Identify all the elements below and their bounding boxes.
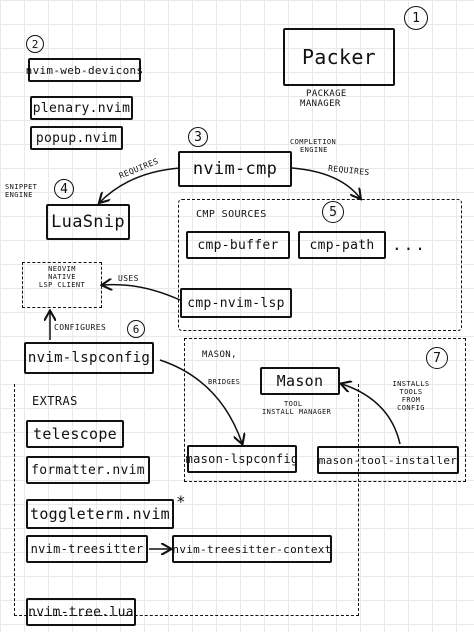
more-sources: ... [392,235,427,254]
marker-3: 3 [188,127,208,147]
arrow-bridges [159,359,242,443]
marker-7: 7 [426,347,448,369]
cmp-path-box: cmp-path [298,231,386,259]
toggleterm-box: toggleterm.nvim [26,499,174,529]
mason-tool-installer-box: mason-tool-installer [317,446,459,474]
extras-region [14,384,359,616]
configures-label: CONFIGURES [54,323,107,332]
marker-1: 1 [404,6,428,30]
extras-title: EXTRAS [32,394,78,408]
mason-region [184,338,466,482]
lsp-client-label: NEOVIM NATIVE LSP CLIENT [38,265,86,290]
luasnip-box: LuaSnip [46,204,130,240]
marker-2: 2 [26,35,44,53]
cmp-buffer-box: cmp-buffer [186,231,290,259]
installs-label: INSTALLS TOOLS FROM CONFIG [392,380,430,413]
cmp-sources-region [178,199,462,331]
nvim-treesitter-context-box: nvim-treesitter-context [172,535,332,563]
marker-6: 6 [127,320,145,338]
nvim-cmp-box: nvim-cmp [178,151,292,187]
nvim-treesitter-box: nvim-treesitter [26,535,148,563]
plenary-box: plenary.nvim [30,96,133,120]
nvim-web-devicons-box: nvim-web-devicons [26,58,143,82]
nvim-lspconfig-box: nvim-lspconfig [24,342,154,374]
arrow-installer-to-mason [342,384,401,445]
nvim-tree-box: nvim-tree.lua [26,598,136,626]
snippet-engine-label: SNIPPET ENGINE [5,183,38,200]
bridges-label: BRIDGES [208,378,241,386]
uses-label: USES [118,274,139,283]
completion-engine-label: COMPLETION ENGINE [290,138,337,155]
arrow-cmp-to-luasnip [100,167,181,202]
marker-5: 5 [322,201,344,223]
formatter-box: formatter.nvim [26,456,150,484]
telescope-box: telescope [26,420,124,448]
cmp-sources-title: CMP SOURCES [196,209,267,220]
packer-subtitle: PACKAGE MANAGER [300,89,347,110]
arrow-cmp-to-sources [291,167,360,198]
popup-box: popup.nvim [30,126,123,150]
mason-section-title: MASON, [202,350,237,360]
mason-subtitle: TOOL INSTALL MANAGER [262,400,332,417]
toggleterm-asterisk: * [176,492,187,511]
packer-title: Packer [301,45,377,69]
cmp-nvim-lsp-box: cmp-nvim-lsp [180,288,292,318]
packer-box: Packer [283,28,395,86]
marker-4: 4 [54,179,74,199]
arrow-cmp-lsp-to-client [103,285,181,301]
